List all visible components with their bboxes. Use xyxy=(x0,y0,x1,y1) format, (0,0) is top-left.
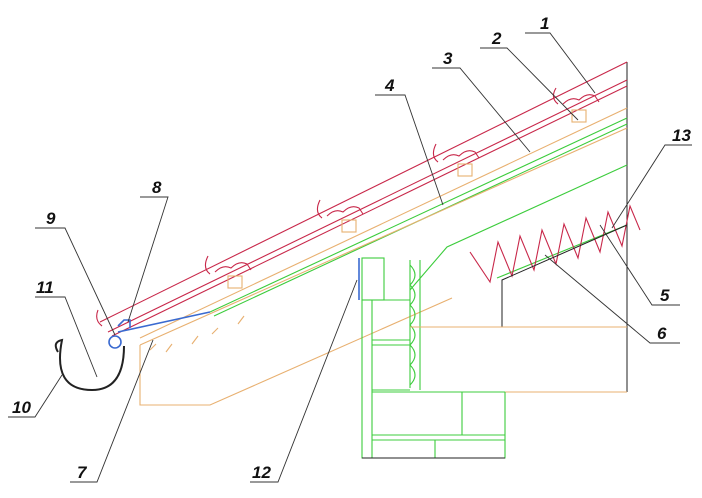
callout-4: 4 xyxy=(384,76,395,95)
callout-6: 6 xyxy=(657,324,667,343)
callout-7: 7 xyxy=(77,463,88,482)
callout-11: 11 xyxy=(36,278,54,297)
callout-9: 9 xyxy=(46,209,56,228)
callout-3: 3 xyxy=(443,49,453,68)
callout-10: 10 xyxy=(12,398,31,417)
rafter xyxy=(139,127,628,406)
callout-2: 2 xyxy=(491,29,502,48)
callout-12: 12 xyxy=(252,463,271,482)
callout-8: 8 xyxy=(152,178,162,197)
ceiling-line xyxy=(501,224,628,327)
bracket xyxy=(361,257,385,301)
callout-13: 13 xyxy=(672,126,691,145)
battens xyxy=(139,107,628,339)
insulation xyxy=(409,164,641,390)
roof-tiles xyxy=(96,61,628,337)
eave-flashing xyxy=(108,311,211,349)
gutter xyxy=(54,338,125,392)
callout-5: 5 xyxy=(660,286,670,305)
callout-1: 1 xyxy=(540,14,549,33)
brick-wall xyxy=(361,299,506,459)
leader-lines xyxy=(8,32,692,483)
